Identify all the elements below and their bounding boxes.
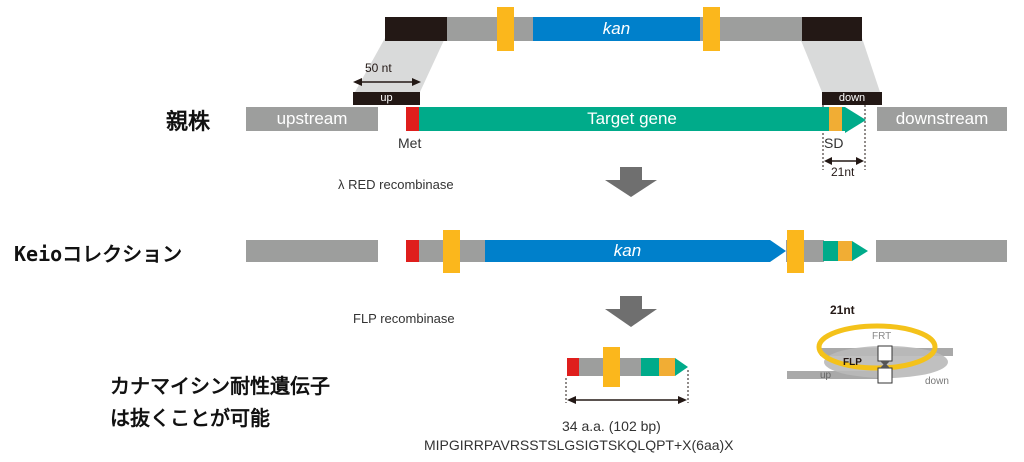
keio-downstream (876, 240, 1007, 262)
keio-teal-arrowhead (852, 241, 868, 261)
up-length-label: 50 nt (365, 61, 392, 75)
kanamycin-note-line2: は抜くことが可能 (110, 406, 270, 430)
sd-sequence (829, 107, 842, 131)
flp-down-label: down (925, 376, 949, 387)
flp-up-label: up (820, 370, 832, 381)
result-teal-arrowhead (675, 358, 688, 376)
result-frt (603, 347, 620, 387)
frt-label: FRT (872, 331, 892, 342)
result-target-tail (641, 358, 659, 376)
parent-strain-label: 親株 (166, 110, 211, 135)
top-homology-left (385, 17, 447, 41)
keio-collection-label: Keioコレクション (14, 242, 183, 266)
upstream-region: upstream (246, 107, 378, 131)
result-met (567, 358, 579, 376)
down-homology-box: down (822, 92, 882, 105)
keio-kan-arrowhead (770, 240, 786, 262)
sd-label: SD (824, 135, 844, 151)
downstream-region: downstream (877, 107, 1007, 131)
sd-length-marker (822, 105, 866, 170)
keio-frt-left (443, 230, 460, 273)
keio-sd (838, 241, 852, 261)
target-gene: Target gene (419, 107, 845, 131)
result-sd (659, 358, 675, 376)
keio-kan-gene: kan (485, 240, 770, 262)
top-frt-right (703, 7, 720, 51)
down-arrow-2 (605, 296, 657, 327)
keio-frt-right (787, 230, 804, 273)
down-homology-shade (800, 38, 880, 92)
flp-diagram (787, 323, 953, 384)
keio-target-tail (823, 241, 838, 261)
keio-upstream (246, 240, 378, 262)
met-label: Met (398, 135, 422, 151)
result-sequence: MIPGIRRPAVRSSTSLGSIGTSKQLQPT+X(6aa)X (424, 437, 734, 453)
down-length-label: 21nt (831, 165, 855, 179)
result-length-arrow (565, 370, 689, 404)
up-homology-shade (355, 38, 445, 92)
target-arrowhead (845, 107, 866, 133)
down-arrow-1 (605, 167, 657, 197)
keio-met (406, 240, 419, 262)
up-homology-box: up (353, 92, 420, 105)
flp-label: FLP (843, 357, 862, 368)
step2-label: FLP recombinase (353, 311, 455, 326)
top-homology-right (802, 17, 862, 41)
kanamycin-note-line1: カナマイシン耐性遺伝子 (110, 374, 330, 398)
up-length-arrow (353, 78, 421, 86)
top-kan-gene: kan (533, 17, 700, 41)
met-codon (406, 107, 419, 131)
result-length-label: 34 a.a. (102 bp) (562, 418, 661, 434)
step1-label: λ RED recombinase (338, 177, 454, 192)
flp-loop-length: 21nt (830, 303, 855, 317)
top-frt-left (497, 7, 514, 51)
